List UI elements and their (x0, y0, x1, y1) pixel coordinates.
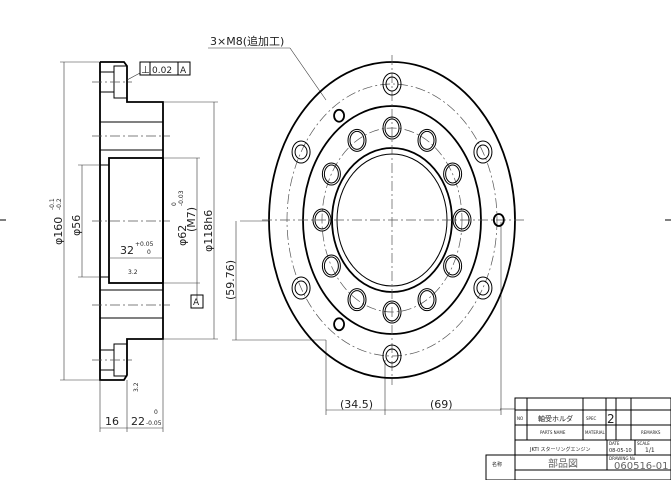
tapped-holes-callout: 3×M8(追加工) (210, 34, 284, 48)
perpendicularity-symbol: ⊥ (141, 65, 150, 76)
mount-hole-outer-bore (385, 348, 399, 364)
dim-flange-thickness: 16 (105, 415, 119, 428)
bolt-hole-inner (347, 288, 367, 312)
bolt-hole-inner (321, 162, 341, 186)
bolt-hole-inner (452, 208, 472, 232)
tb-part-name: 軸受ホルダ (538, 414, 573, 423)
dim-counterbore-tol-lower: 0 (147, 249, 151, 256)
bolt-hole-inner-bore (384, 302, 400, 322)
dim-outer-diameter: φ160 (52, 217, 65, 245)
bolt-hole-inner (443, 162, 463, 186)
m8-tapped-hole (333, 108, 345, 123)
bolt-hole-inner-bore (445, 164, 461, 184)
mount-hole-outer (473, 140, 493, 164)
geometric-tolerance-frame: ⊥ 0.02 A (139, 61, 191, 76)
mount-hole-outer-bore (294, 144, 308, 160)
tb-spec-label: SPEC (586, 416, 596, 421)
mount-hole-outer-bore (385, 76, 399, 92)
bolt-hole-inner (382, 116, 402, 140)
tb-quantity: 2 (607, 412, 615, 426)
bolt-hole-inner (417, 288, 437, 312)
dim-hole-offset-y: (59.76) (224, 260, 237, 300)
tb-drawing-no-label: DRAWING No (609, 456, 636, 461)
mount-hole-outer (382, 344, 402, 368)
surface-finish-symbol: 3.2 (128, 269, 138, 276)
dim-outer-tol-upper: -0.1 (49, 198, 56, 210)
dim-bore-small: φ56 (70, 215, 83, 236)
tolerance-value: 0.02 (152, 66, 172, 76)
tb-drawing-title: 部品図 (548, 457, 578, 470)
tb-scale-label: SCALE (637, 441, 650, 446)
tolerance-datum: A (180, 66, 187, 76)
bolt-hole-inner-bore (384, 118, 400, 138)
tb-scale: 1/1 (645, 447, 655, 454)
datum-box (190, 294, 204, 309)
bolt-hole-inner-bore (323, 164, 339, 184)
front-view (262, 55, 525, 385)
dim-outer-tol-lower: -0.2 (56, 198, 63, 210)
dim-hole-offset-x2: (69) (430, 398, 453, 411)
m8-tapped-hole (492, 213, 505, 227)
bolt-hole-inner-bore (445, 256, 461, 276)
title-block: NO 軸受ホルダ SPEC 2 PARTS NAME MATERIAL REMA… (485, 397, 671, 480)
bolt-hole-inner-bore (323, 256, 339, 276)
bolt-hole-inner (382, 300, 402, 324)
dim-hub-tol-upper: 0 (154, 409, 158, 416)
tb-drawing-no: 060516-01 (614, 461, 669, 472)
dim-bore-fit: (M7) (185, 207, 198, 232)
tb-name-label: 名称 (492, 461, 502, 468)
bolt-hole-inner-bore (314, 210, 330, 230)
mount-hole-outer (382, 72, 402, 96)
bolt-hole-inner-bore (454, 210, 470, 230)
surface-finish-symbol-2: 3.2 (133, 382, 140, 392)
bolt-hole-inner-bore (419, 130, 435, 150)
tb-date: 08-05-10 (609, 448, 632, 454)
tb-project: JKTI スターリングエンジン (529, 446, 591, 453)
bolt-hole-inner (417, 128, 437, 152)
mount-hole-outer (291, 276, 311, 300)
dim-bore-tol-upper: 0 (171, 202, 178, 206)
dimension-lines (60, 47, 515, 432)
dim-hub-tol-lower: -0.05 (146, 420, 162, 427)
datum-label: A (193, 298, 200, 308)
dim-bore-tol-lower: -0.03 (178, 190, 185, 206)
tb-remarks-label: REMARKS (641, 430, 661, 435)
dim-hub-length: 22 (131, 415, 145, 428)
tb-no-label: NO (517, 416, 523, 421)
section-view (92, 61, 170, 381)
dim-bore-diameter: φ62 (176, 225, 189, 246)
dim-hole-offset-x1: (34.5) (340, 398, 373, 411)
m8-tapped-hole (333, 317, 345, 332)
tb-date-label: DATE (609, 441, 620, 446)
bolt-hole-inner-bore (419, 290, 435, 310)
mount-hole-outer-bore (476, 280, 490, 296)
bolt-hole-inner (443, 254, 463, 278)
mount-hole-outer (473, 276, 493, 300)
mount-hole-outer-bore (294, 280, 308, 296)
bolt-hole-inner (347, 128, 367, 152)
mount-hole-outer (291, 140, 311, 164)
tb-parts-name-label: PARTS NAME (540, 430, 566, 435)
dim-counterbore-tol-upper: +0.05 (135, 241, 154, 248)
dim-hub-diameter: φ118h6 (202, 210, 215, 252)
dim-counterbore-depth: 32 (120, 244, 134, 257)
bolt-hole-inner-bore (349, 290, 365, 310)
bolt-hole-inner (321, 254, 341, 278)
bolt-hole-inner (312, 208, 332, 232)
bolt-hole-inner-bore (349, 130, 365, 150)
tb-material-label: MATERIAL (585, 430, 606, 435)
mount-hole-outer-bore (476, 144, 490, 160)
